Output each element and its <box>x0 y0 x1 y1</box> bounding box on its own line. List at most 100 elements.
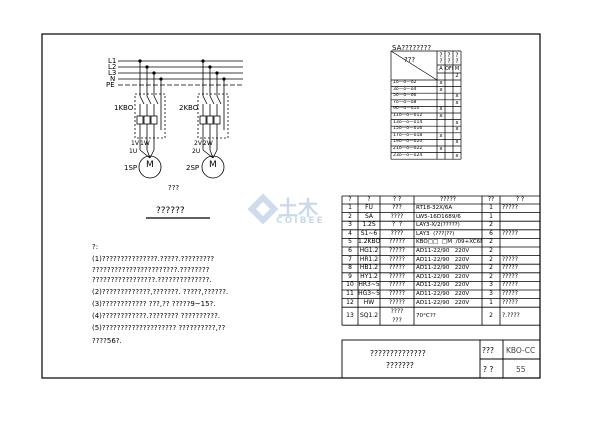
switch-row-mark: x <box>455 126 459 133</box>
parts-cell-model: KBO□□ □M /09+XC6M <box>416 239 482 246</box>
switch-row-contact: 7o—o—o8 <box>393 99 417 105</box>
phase-label-l3: L3 <box>108 69 117 77</box>
parts-cell-qty: 2 <box>489 264 493 272</box>
parts-cell-symbol: HG3~5 <box>358 290 380 297</box>
parts-cell-name: ????? <box>389 298 405 306</box>
parts-cell-name: ????? <box>389 255 405 263</box>
parts-cell-model: LAY3-X/2(?????) <box>416 222 460 229</box>
switch-row-mark: x <box>455 99 459 106</box>
switch-table-header-left: ??? <box>404 56 416 64</box>
note-line: (3)???????????? ???,?? ?????9~15?. <box>92 300 216 308</box>
parts-cell-remark: ????? <box>502 290 518 297</box>
parts-cell-no: 9 <box>348 272 352 280</box>
terminal-2w: 2W <box>203 140 213 147</box>
parts-cell-model: LW5-16D1689/6 <box>416 213 461 220</box>
notes-heading: ?: <box>92 243 99 251</box>
switch-header-col-2: ? <box>455 52 459 59</box>
switch-header-mode-1: OFF <box>445 66 453 72</box>
parts-cell-model: AD11-22/90 220V <box>416 273 470 280</box>
switch-table-grid <box>390 50 462 160</box>
parts-cell-symbol: FU <box>365 204 373 211</box>
parts-cell-name: ????? <box>389 264 405 272</box>
parts-cell-no: 13 <box>346 312 354 320</box>
parts-cell-qty: 1 <box>489 204 493 211</box>
terminal-1w: 1W <box>140 140 150 147</box>
parts-cell-model: AD11-22/90 220V <box>416 265 470 272</box>
watermark-text: 土木 <box>278 196 318 220</box>
parts-cell-remark: ????? <box>502 229 518 237</box>
parts-cell-symbol: S1~6 <box>360 229 378 237</box>
motor-1-m: M <box>146 160 154 170</box>
parts-cell-remark: ????? <box>502 204 518 211</box>
parts-header-4: ?? <box>487 196 495 203</box>
drawing-number-value: KBO-CC <box>506 346 536 355</box>
parts-cell-qty: 6 <box>489 229 493 237</box>
motor-1-symbol <box>138 155 162 179</box>
circuit-caption: ??? <box>168 184 180 192</box>
parts-cell-name: ? ? <box>391 221 403 229</box>
parts-cell-model: AD11-22/90 220V <box>416 282 470 289</box>
parts-cell-symbol: 1.2KBO <box>358 238 380 246</box>
parts-cell-no: 5 <box>348 238 352 246</box>
parts-cell-qty: 2 <box>489 312 493 320</box>
parts-cell-no: 1 <box>348 204 352 211</box>
note-line: (4)????????????.???????? ??????????. <box>92 312 221 320</box>
parts-cell-name: ???? <box>390 212 404 220</box>
switch-header-sub-0: ? <box>439 58 443 65</box>
switch-row-contact: 11o—o—o12 <box>393 113 423 118</box>
parts-header-2: ? ? <box>392 196 402 203</box>
switch-row-contact: 5o—o—o6 <box>393 93 417 99</box>
parts-cell-qty: 3 <box>489 281 493 289</box>
parts-cell-qty: 3 <box>489 290 493 297</box>
phase-label-l1: L1 <box>108 57 117 65</box>
switch-row-mark: x <box>455 152 459 159</box>
parts-cell-model: RT18-32X/6A <box>416 205 453 211</box>
parts-cell-qty: 1 <box>489 298 493 306</box>
parts-cell-remark: ????? <box>502 255 518 263</box>
parts-cell-symbol: HR1.2 <box>359 255 379 263</box>
parts-cell-symbol: HY1.2 <box>360 272 378 280</box>
switch-header-sub-2: ? <box>455 58 459 65</box>
parts-cell-symbol: HB1.2 <box>359 264 379 272</box>
switch-table-title: SA???????? <box>392 44 432 52</box>
parts-cell-symbol: HW <box>363 298 375 306</box>
parts-cell-model: AD11-22/90 220V <box>416 299 470 306</box>
note-line: (5)???????????????????? ??????????,?? <box>92 324 226 332</box>
parts-cell-model: AD11-22/90 220V <box>416 256 470 263</box>
parts-cell-symbol: HG1.2 <box>359 247 379 254</box>
parts-cell-name: ????? <box>389 247 405 254</box>
switch-row-contact: 23o—o—o24 <box>393 152 423 158</box>
parts-cell-no: 2 <box>348 212 352 220</box>
watermark-subtext: COIBEE <box>276 216 325 226</box>
watermark-logo <box>247 193 279 225</box>
parts-cell-qty: 2 <box>489 255 493 263</box>
parts-cell-name: ??? <box>392 204 402 211</box>
parts-header-3: ????? <box>440 196 456 203</box>
switch-row-mark: x <box>439 113 443 119</box>
parts-cell-name: ???? <box>390 229 404 237</box>
terminal-1v: 1V <box>131 140 139 147</box>
switch-header-mode-2: M <box>454 66 460 72</box>
parts-cell-qty: 2 <box>489 247 493 254</box>
motor-2-label: 2SP <box>186 164 200 172</box>
phase-label-pe: PE <box>106 81 115 89</box>
parts-cell-model: 70°C?? <box>416 313 436 320</box>
parts-cell-remark: ????? <box>502 281 518 289</box>
parts-cell-name: ????? <box>389 238 405 246</box>
breaker-label-2: 2KBO <box>179 104 199 112</box>
parts-cell-no: 4 <box>348 229 352 237</box>
parts-cell-symbol: HR3~5 <box>358 281 380 289</box>
parts-cell-qty: 2 <box>489 272 493 280</box>
parts-cell-symbol: SA <box>364 212 374 220</box>
switch-row-mark: x <box>455 93 459 100</box>
title-block-grid <box>341 339 541 379</box>
terminal-2u: 2U <box>192 148 201 155</box>
switch-row-contact: 21o—o—o22 <box>393 146 423 151</box>
parts-cell-model: AD11-22/90 220V <box>416 291 470 297</box>
parts-cell-remark: ????? <box>502 272 518 280</box>
parts-cell-no: 12 <box>346 298 354 306</box>
switch-row-contact: 15o—o—o16 <box>393 126 423 132</box>
parts-cell-remark <box>502 221 540 230</box>
parts-cell-no: 6 <box>348 247 352 254</box>
